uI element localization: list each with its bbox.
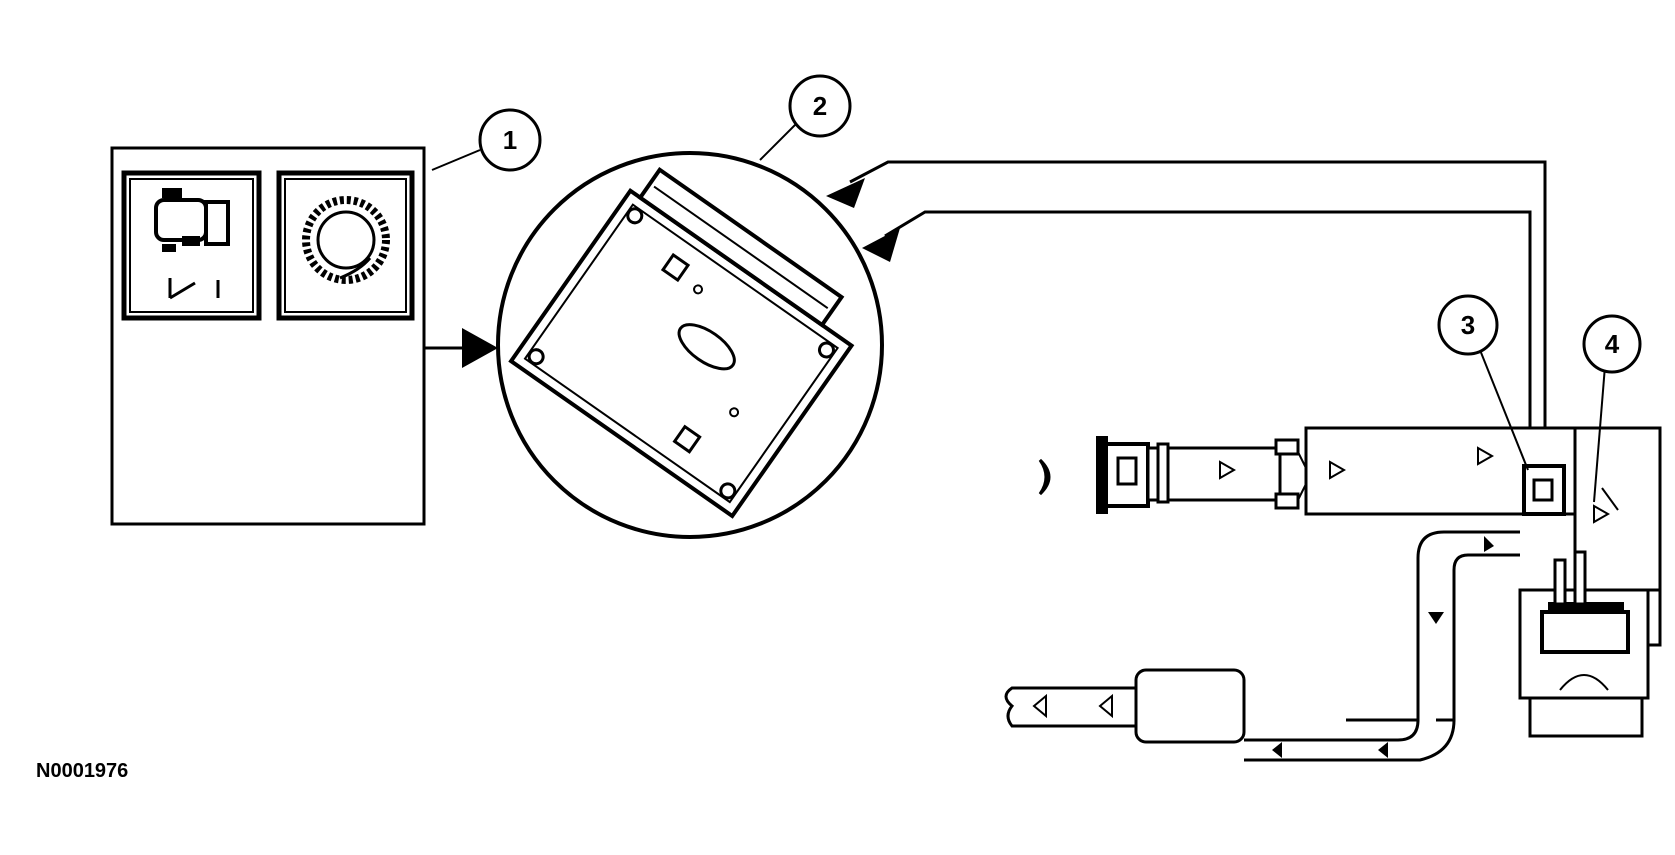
callout-2-label: 2 [813,91,827,121]
egr-pipe [1004,530,1520,762]
sensor-module-icon [154,188,230,300]
signal-wire-lower [862,210,1532,470]
callout-1-label: 1 [503,125,517,155]
leader-2 [759,119,801,161]
callout-2: 2 [788,74,852,138]
callout-1: 1 [478,108,542,172]
component-1-panel [110,146,426,526]
signal-wire-upper [826,160,1547,470]
callout-3: 3 [1437,294,1499,356]
signal-arrow-panel-to-module [424,328,498,368]
figure-id: N0001976 [36,760,128,782]
leader-4 [1593,365,1606,503]
callout-4: 4 [1582,314,1642,374]
leader-3 [1479,349,1529,471]
intake-assembly [1038,426,1662,738]
leader-1 [431,149,481,171]
component-2-control-module [496,151,884,539]
callout-4-label: 4 [1605,329,1620,359]
gear-ring-icon [302,196,390,284]
callout-3-label: 3 [1461,310,1475,340]
